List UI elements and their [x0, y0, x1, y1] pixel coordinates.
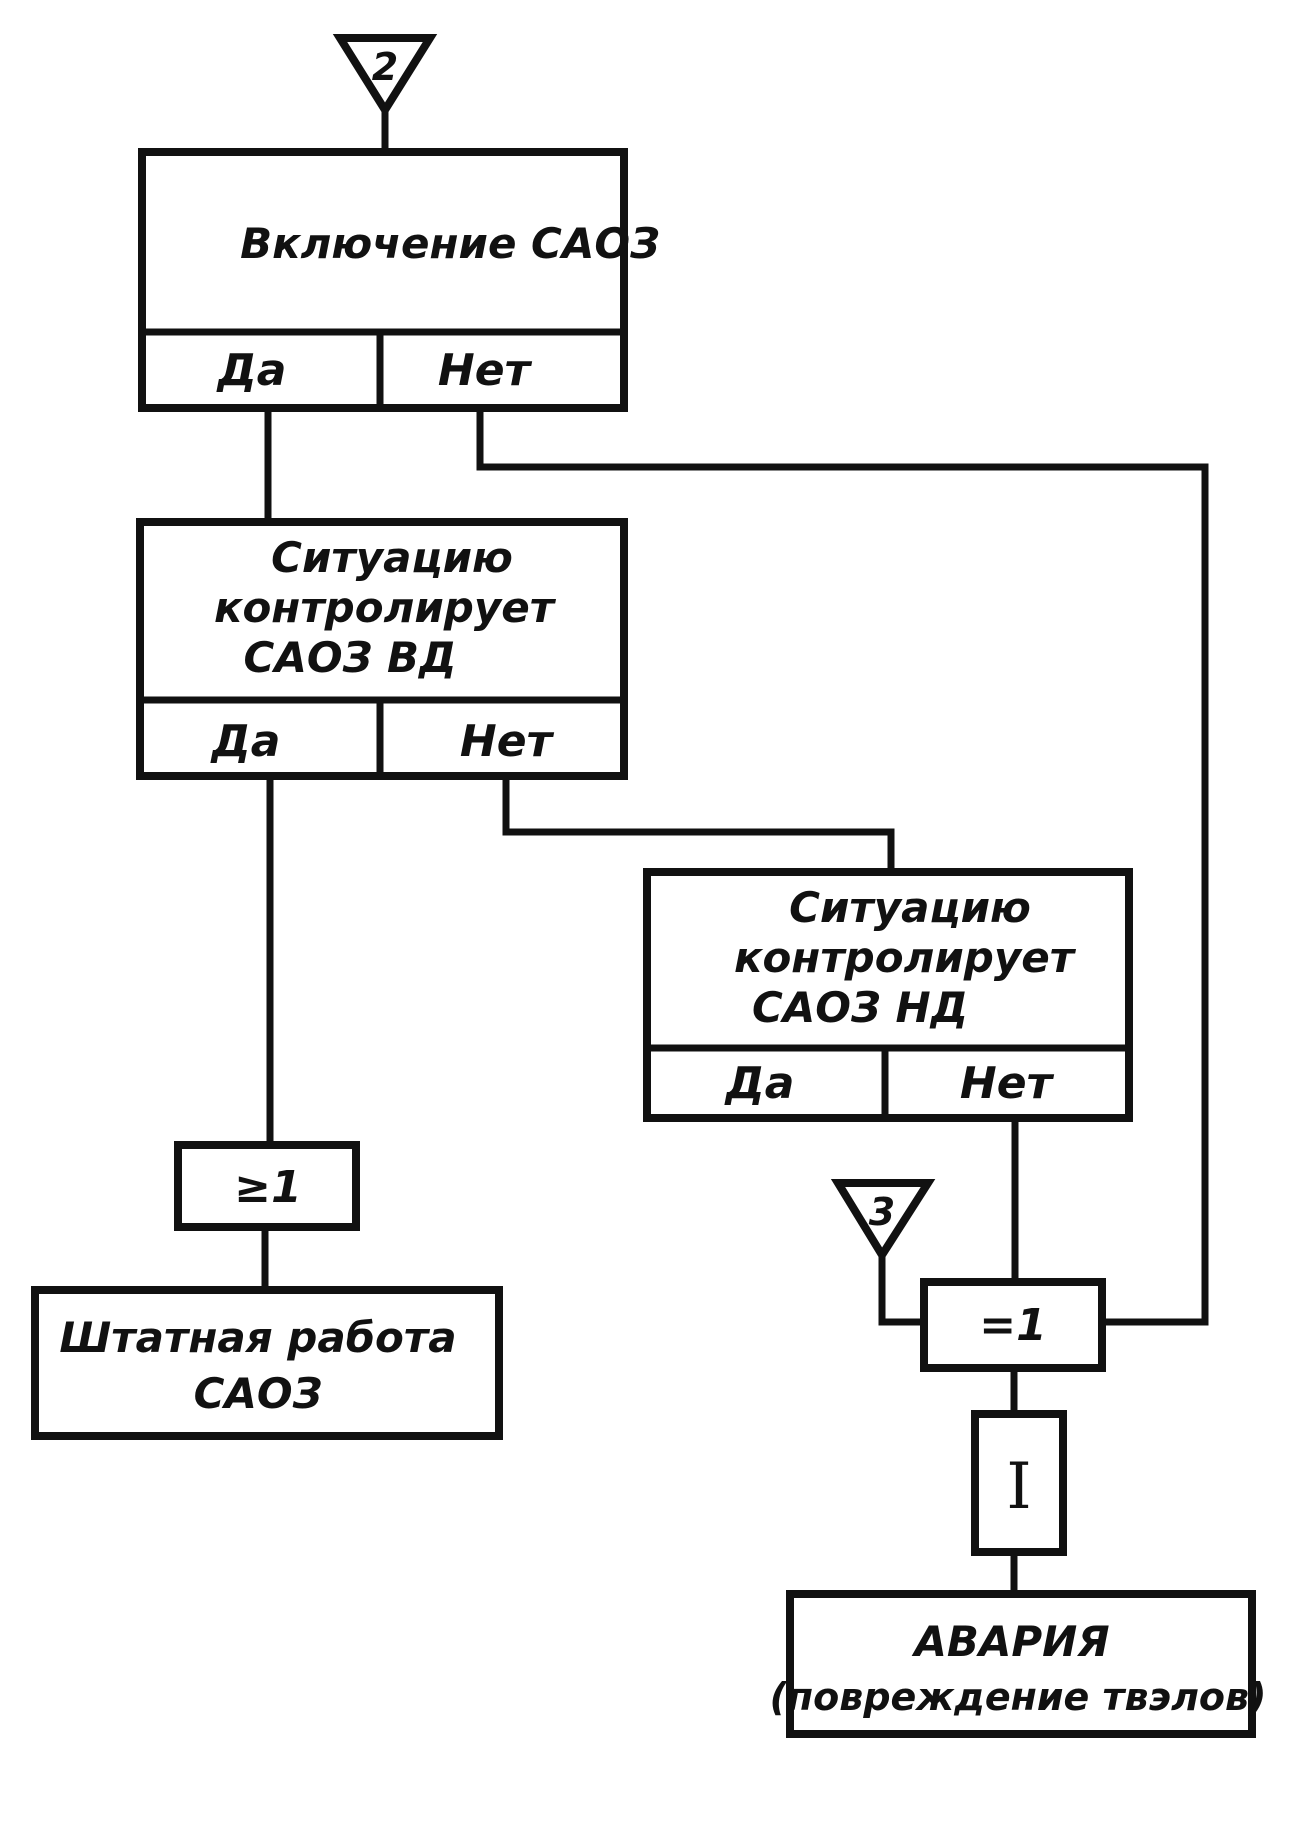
hp-block-line-1: Ситуацию: [271, 533, 513, 582]
edge-connector3-to-xor: [878, 1251, 928, 1326]
or-gate-label: ≥1: [234, 1162, 301, 1213]
lp-yes-label: Да: [724, 1058, 795, 1109]
hp-block-line-2: контролирует: [214, 583, 557, 632]
entry-connector-triangle: [332, 34, 438, 118]
or-gate-frame: [174, 1141, 360, 1231]
xor-gate: =1: [920, 1278, 1106, 1372]
side-connector-label: 3: [869, 1190, 895, 1234]
side-connector: 3: [830, 1179, 936, 1263]
marker-block: I: [971, 1410, 1067, 1556]
hp-control-block: Ситуацию контролирует САОЗ ВД Да Нет: [136, 518, 628, 780]
marker-block-label: I: [1006, 1450, 1031, 1524]
entry-connector-label: 2: [372, 45, 398, 89]
accident-block: АВАРИЯ (повреждение твэлов): [770, 1590, 1267, 1738]
lp-block-line-3: САОЗ НД: [752, 983, 968, 1032]
side-connector-triangle: [830, 1179, 936, 1263]
enable-no-label: Нет: [438, 345, 533, 396]
marker-block-frame: [971, 1410, 1067, 1556]
entry-connector: 2: [332, 34, 438, 118]
hp-block-line-3: САОЗ ВД: [244, 633, 457, 682]
edge-enable-no: [476, 406, 1209, 1326]
hp-no-label: Нет: [460, 716, 555, 767]
lp-block-line-1: Ситуацию: [789, 883, 1031, 932]
hp-yes-label: Да: [210, 716, 281, 767]
enable-block: Включение САОЗ Да Нет: [138, 148, 660, 412]
xor-gate-label: =1: [979, 1300, 1046, 1351]
or-gate: ≥1: [174, 1141, 360, 1231]
lp-no-label: Нет: [960, 1058, 1055, 1109]
xor-gate-frame: [920, 1278, 1106, 1372]
lp-block-line-2: контролирует: [734, 933, 1077, 982]
normal-operation-line-2: САОЗ: [194, 1369, 323, 1418]
accident-block-frame: [786, 1590, 1256, 1738]
accident-subtitle: (повреждение твэлов): [770, 1675, 1267, 1719]
edge-hp-no: [502, 774, 895, 876]
normal-operation-frame: [31, 1286, 503, 1440]
enable-block-title: Включение САОЗ: [240, 219, 660, 268]
lp-control-block: Ситуацию контролирует САОЗ НД Да Нет: [643, 868, 1133, 1122]
normal-operation-block: Штатная работа САОЗ: [31, 1286, 503, 1440]
accident-title: АВАРИЯ: [911, 1617, 1109, 1666]
enable-yes-label: Да: [216, 345, 287, 396]
normal-operation-line-1: Штатная работа: [59, 1313, 456, 1362]
